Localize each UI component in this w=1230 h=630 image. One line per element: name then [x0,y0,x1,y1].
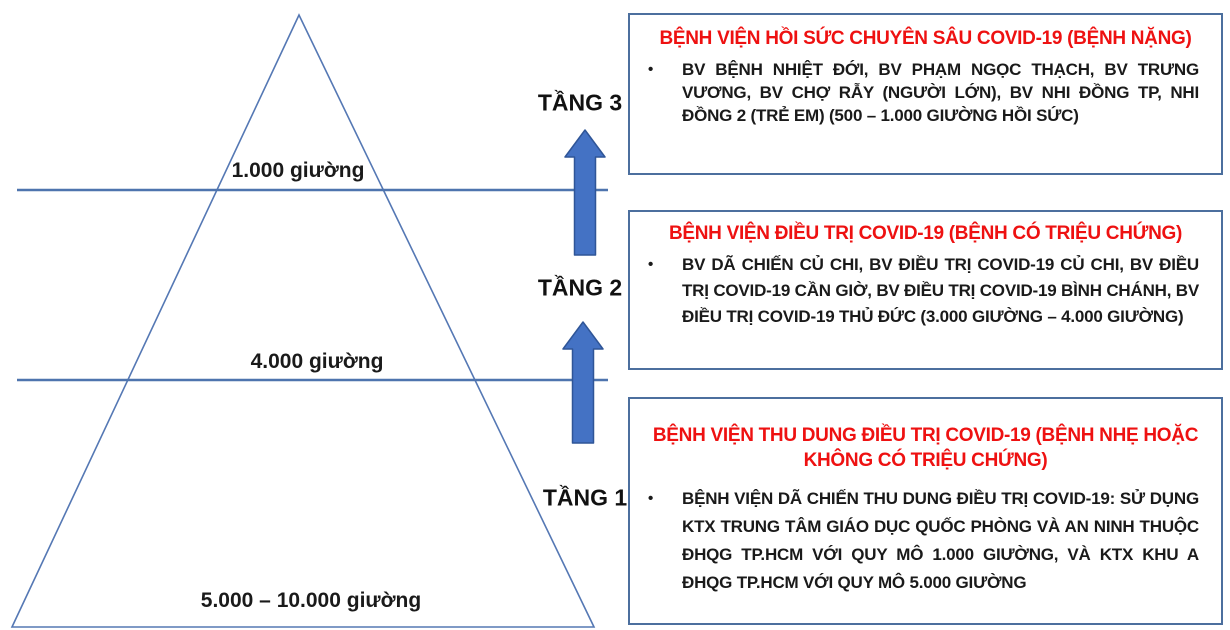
bullet-icon: • [648,256,654,273]
bullet-item: • BỆNH VIỆN DÃ CHIẾN THU DUNG ĐIỀU TRỊ C… [638,485,1213,597]
bullet-icon: • [648,490,654,507]
bed-count-label-tier2: 4.000 giường [250,350,384,373]
bullet-item: • BV DÃ CHIẾN CỦ CHI, BV ĐIỀU TRỊ COVID-… [638,252,1213,330]
hospital-box-tier2: BỆNH VIỆN ĐIỀU TRỊ COVID-19 (BỆNH CÓ TRI… [628,210,1223,370]
bed-count-label-tier3: 1.000 giường [231,159,365,182]
tier-label-2: TẦNG 2 [537,274,623,301]
box-title: BỆNH VIỆN HỒI SỨC CHUYÊN SÂU COVID-19 (B… [659,28,1192,49]
up-arrow-icon [564,129,606,256]
box-title: BỆNH VIỆN THU DUNG ĐIỀU TRỊ COVID-19 (BỆ… [652,425,1199,471]
bullet-item: • BV BỆNH NHIỆT ĐỚI, BV PHẠM NGỌC THẠCH,… [638,58,1213,127]
up-arrow-icon [562,321,604,444]
hospital-list-text: BV DÃ CHIẾN CỦ CHI, BV ĐIỀU TRỊ COVID-19… [682,255,1199,326]
hospital-box-tier1: BỆNH VIỆN THU DUNG ĐIỀU TRỊ COVID-19 (BỆ… [628,397,1223,625]
hospital-box-tier3: BỆNH VIỆN HỒI SỨC CHUYÊN SÂU COVID-19 (B… [628,13,1223,175]
box-title: BỆNH VIỆN ĐIỀU TRỊ COVID-19 (BỆNH CÓ TRI… [668,223,1183,244]
hospital-list-text: BỆNH VIỆN DÃ CHIẾN THU DUNG ĐIỀU TRỊ COV… [682,489,1199,592]
tier-label-3: TẦNG 3 [537,89,623,116]
tier-label-1: TẦNG 1 [542,484,628,511]
pyramid-diagram [10,13,608,628]
bullet-icon: • [648,61,654,78]
bed-count-label-tier1: 5.000 – 10.000 giường [200,589,422,612]
pyramid-triangle [10,13,596,628]
hospital-list-text: BV BỆNH NHIỆT ĐỚI, BV PHẠM NGỌC THẠCH, B… [682,60,1199,125]
